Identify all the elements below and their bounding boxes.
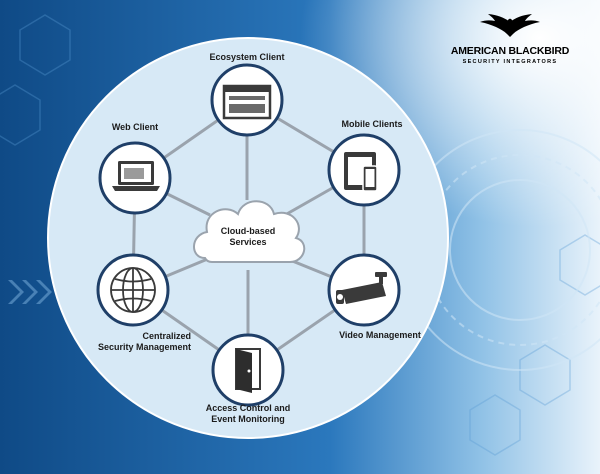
node-web-client[interactable] — [98, 141, 172, 215]
brand-logo: AMERICAN BLACKBIRD SECURITY INTEGRATORS — [430, 12, 590, 65]
label-centralized-security: Centralized Security Management — [76, 331, 191, 353]
node-centralized-security[interactable] — [96, 253, 170, 327]
globe-icon — [110, 267, 156, 313]
label-web-client: Web Client — [111, 122, 159, 132]
label-video-management: Video Management — [339, 330, 421, 340]
label-access-line2: Event Monitoring — [211, 414, 285, 424]
cloud-icon — [193, 200, 306, 263]
node-access-control[interactable] — [211, 333, 285, 407]
label-access-line1: Access Control and — [205, 403, 291, 413]
label-centralized-line1: Centralized — [142, 331, 191, 341]
laptop-icon — [112, 161, 160, 191]
node-mobile-clients[interactable] — [327, 133, 401, 207]
tablet-phone-icon — [344, 152, 378, 192]
browser-window-icon — [222, 84, 272, 120]
cloud-label-line2: Services — [229, 237, 267, 247]
label-access-control: Access Control and Event Monitoring — [188, 403, 308, 425]
label-centralized-line2: Security Management — [97, 342, 191, 352]
cloud-label-line1: Cloud-based — [220, 226, 276, 236]
label-mobile-clients: Mobile Clients — [341, 119, 403, 129]
door-icon — [235, 348, 261, 393]
node-video-management[interactable] — [327, 253, 401, 327]
security-camera-icon — [336, 272, 387, 304]
node-ecosystem-client[interactable] — [210, 63, 284, 137]
brand-name: AMERICAN BLACKBIRD — [450, 45, 570, 57]
brand-tagline: SECURITY INTEGRATORS — [462, 59, 558, 65]
label-ecosystem-client: Ecosystem Client — [209, 52, 285, 62]
blackbird-icon — [480, 14, 540, 37]
cloud-services-label: Cloud-based Services — [208, 226, 288, 248]
